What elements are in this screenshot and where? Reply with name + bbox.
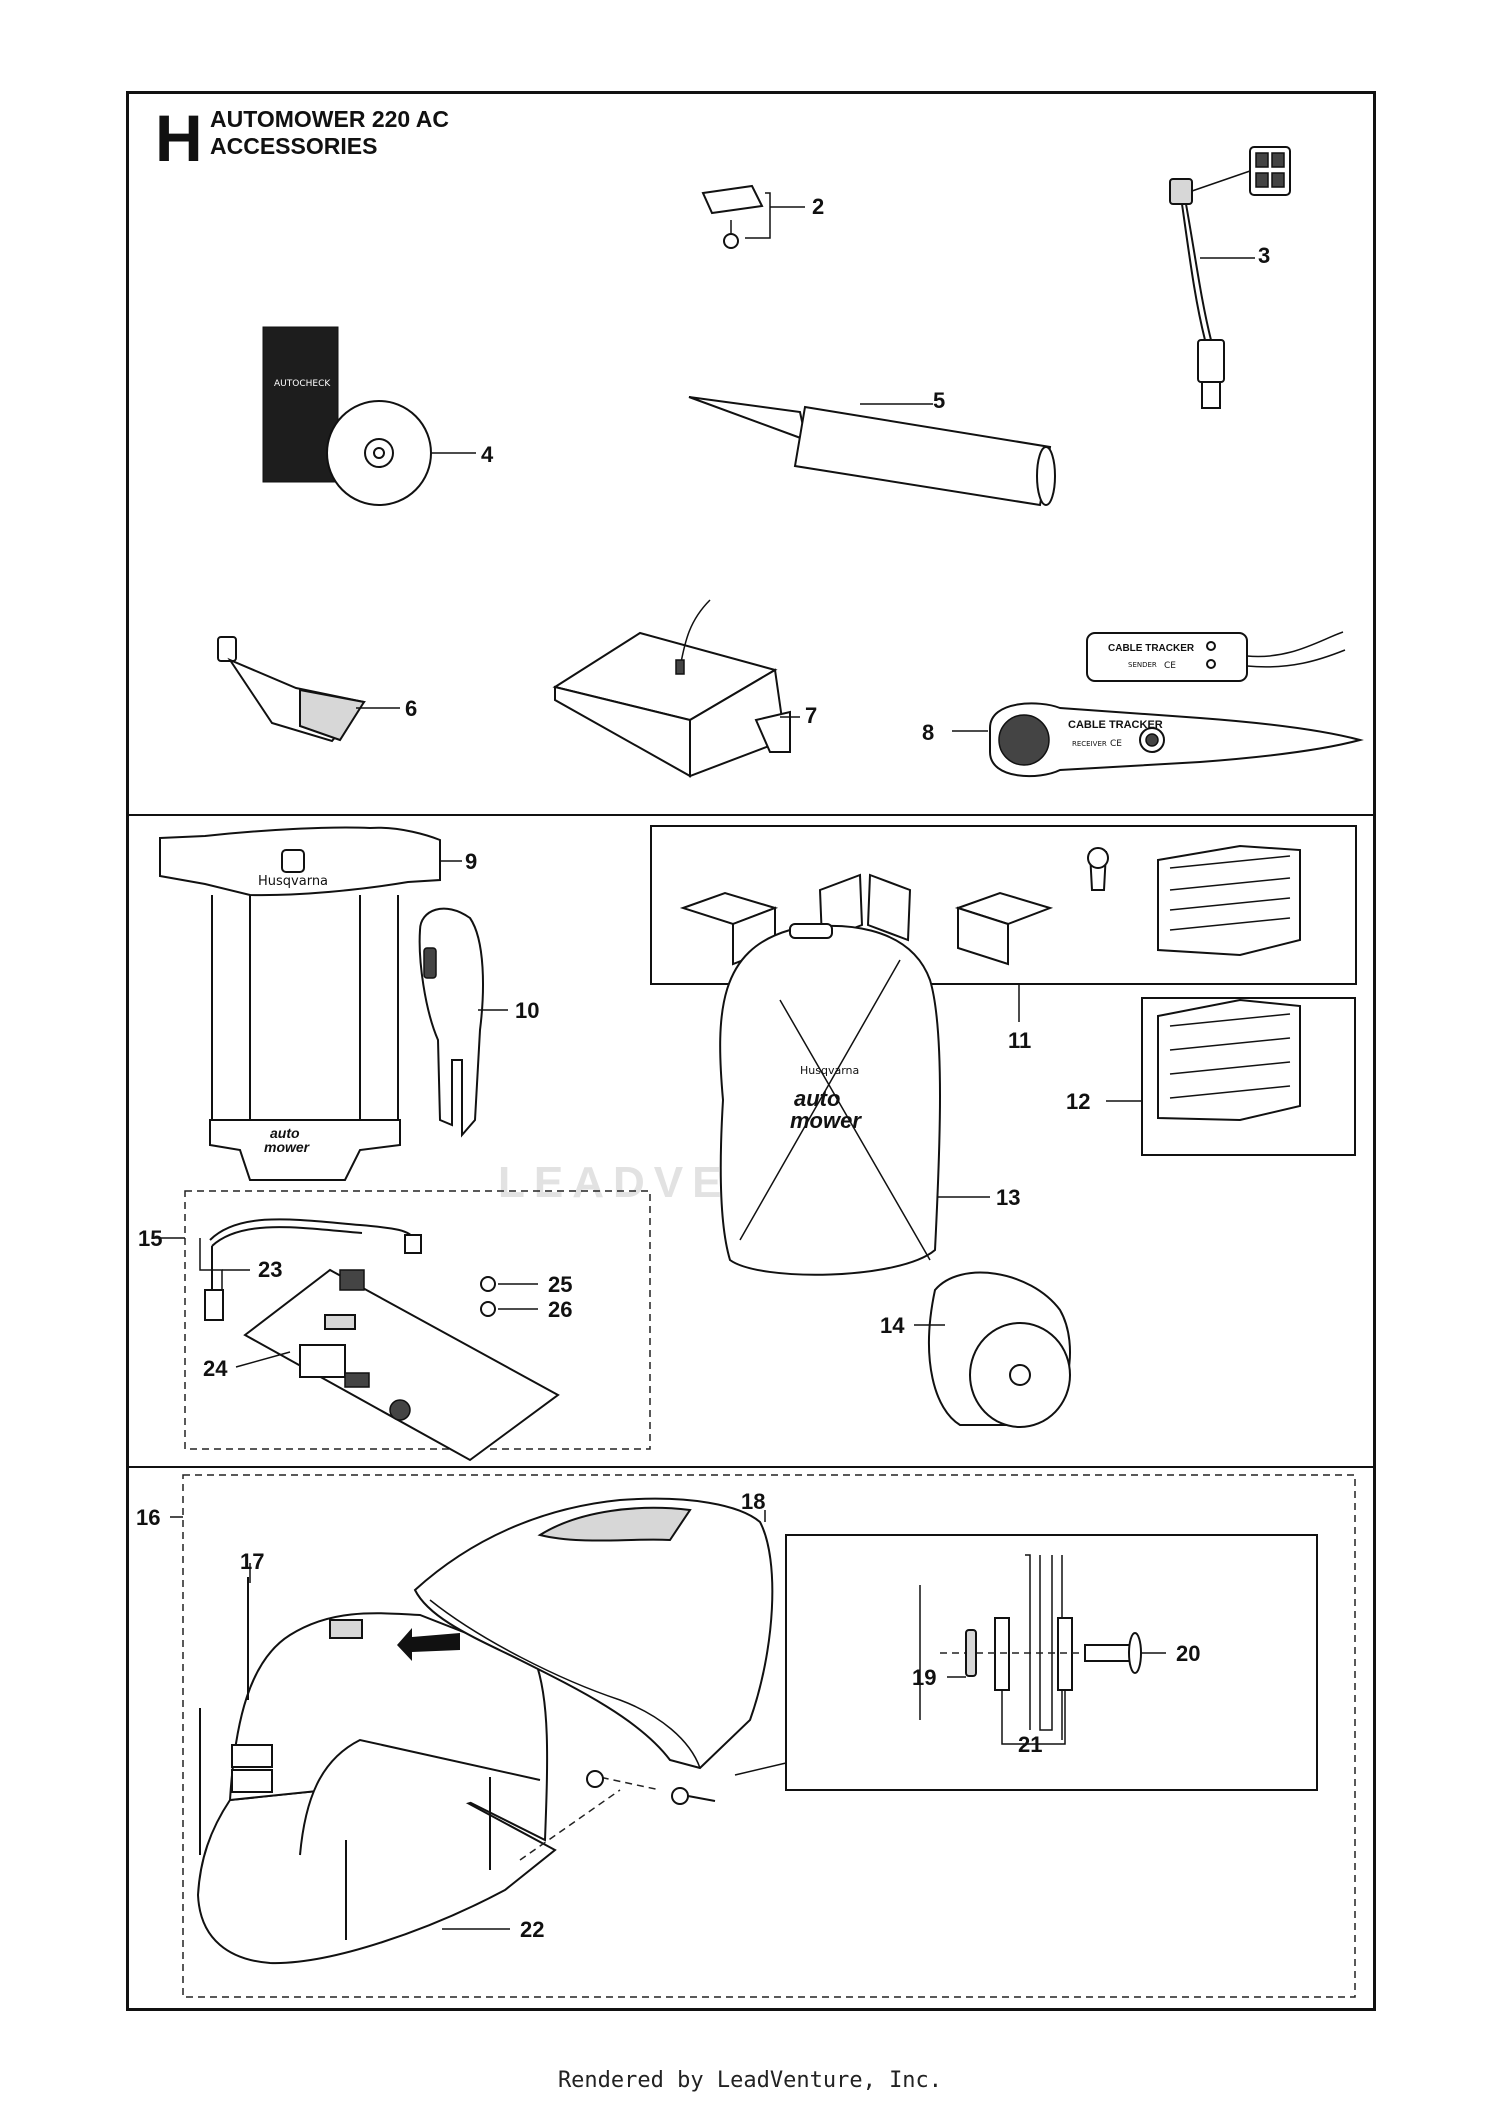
callout-15: 15 bbox=[138, 1226, 162, 1251]
callout-5: 5 bbox=[933, 388, 945, 413]
callout-13: 13 bbox=[996, 1185, 1020, 1210]
part-charging-plate bbox=[552, 599, 800, 778]
callout-20: 20 bbox=[1176, 1641, 1200, 1666]
footer-credit: Rendered by LeadVenture, Inc. bbox=[557, 2068, 943, 2093]
part-blade-screw bbox=[701, 184, 805, 249]
callout-14: 14 bbox=[880, 1313, 905, 1338]
hanger-logo-auto: auto bbox=[270, 1125, 300, 1141]
part-wheel bbox=[914, 1271, 1071, 1428]
callout-7: 7 bbox=[805, 703, 817, 728]
part-brush bbox=[1106, 997, 1356, 1156]
receiver-ce: CE bbox=[1110, 739, 1122, 749]
part-manual-cd: AUTOCHECK bbox=[262, 326, 476, 506]
manual-cover-text: AUTOCHECK bbox=[274, 379, 331, 389]
part-backpack: Husqvarna auto mower bbox=[719, 923, 990, 1276]
callout-17: 17 bbox=[240, 1549, 264, 1574]
diagram-subtitle: ACCESSORIES bbox=[210, 133, 378, 159]
part-cable-tracker: CABLE TRACKER SENDER CE CABLE TRACKER RE… bbox=[952, 631, 1364, 778]
callout-11: 11 bbox=[1008, 1028, 1031, 1053]
sender-ce: CE bbox=[1164, 661, 1176, 671]
callout-3: 3 bbox=[1258, 243, 1270, 268]
sender-label: CABLE TRACKER bbox=[1108, 643, 1195, 654]
part-usb-cable bbox=[1169, 146, 1291, 409]
callout-8: 8 bbox=[922, 720, 934, 745]
part-sealant-cartridge bbox=[688, 396, 1056, 507]
callout-4: 4 bbox=[481, 442, 494, 467]
callout-6: 6 bbox=[405, 696, 417, 721]
callout-16: 16 bbox=[136, 1505, 160, 1530]
section-letter: H bbox=[155, 101, 203, 175]
part-handle bbox=[418, 907, 508, 1138]
bag-logo-auto: auto bbox=[794, 1086, 840, 1111]
callout-2: 2 bbox=[812, 194, 824, 219]
callout-9: 9 bbox=[465, 849, 477, 874]
diagram-title: AUTOMOWER 220 AC bbox=[210, 106, 449, 132]
callout-24: 24 bbox=[203, 1356, 228, 1381]
diagram-frame bbox=[126, 91, 1376, 2011]
sender-sub: SENDER bbox=[1128, 661, 1157, 669]
callout-10: 10 bbox=[515, 998, 539, 1023]
callout-26: 26 bbox=[548, 1297, 572, 1322]
callout-23: 23 bbox=[258, 1257, 282, 1282]
part-bracket-kit bbox=[650, 825, 1357, 1022]
bag-logo-mower: mower bbox=[790, 1108, 862, 1133]
bag-brand: Husqvarna bbox=[800, 1064, 859, 1077]
hanger-brand: Husqvarna bbox=[258, 874, 328, 889]
callout-19: 19 bbox=[912, 1665, 936, 1690]
callout-12: 12 bbox=[1066, 1089, 1090, 1114]
receiver-label: CABLE TRACKER bbox=[1068, 719, 1163, 731]
part-body-shell-kit bbox=[170, 1474, 1356, 1998]
part-grease-tube bbox=[217, 636, 400, 743]
hanger-logo-mower: mower bbox=[264, 1139, 311, 1155]
callout-21: 21 bbox=[1018, 1732, 1042, 1757]
part-circuit-board-kit bbox=[154, 1190, 651, 1462]
receiver-sub: RECEIVER bbox=[1072, 740, 1107, 748]
callout-labels: 2 3 4 5 6 7 8 9 10 11 12 13 14 15 16 17 … bbox=[136, 194, 1270, 1942]
callout-18: 18 bbox=[741, 1489, 765, 1514]
part-wall-hanger: Husqvarna auto mower bbox=[159, 826, 462, 1181]
callout-22: 22 bbox=[520, 1917, 544, 1942]
callout-25: 25 bbox=[548, 1272, 572, 1297]
